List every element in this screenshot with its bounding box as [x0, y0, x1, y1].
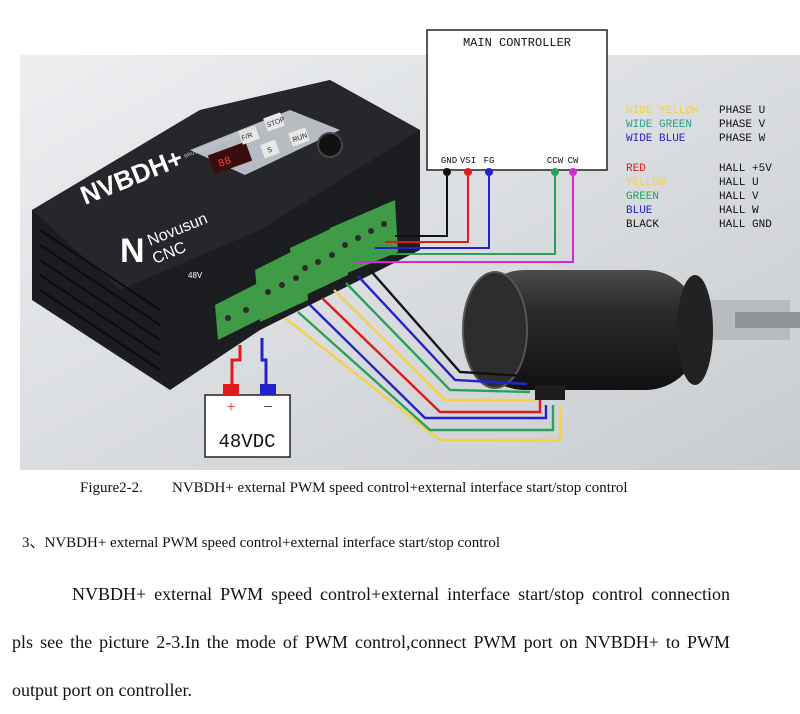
- main-controller: MAIN CONTROLLER GND VSI FG CCW CW: [426, 29, 608, 176]
- speed-knob-icon: [317, 132, 343, 158]
- battery-minus: −: [263, 399, 272, 416]
- wire-legend: WIDE YELLOW PHASE U WIDE GREEN PHASE V W…: [626, 105, 772, 231]
- driver-unit: 88 STOP RUN S F/R NVBDH+ Novusun CNC N B…: [32, 80, 420, 390]
- pin-ccw: CCW: [547, 156, 564, 166]
- body-paragraph: NVBDH+ external PWM speed control+extern…: [12, 570, 730, 714]
- legend-phase-v: PHASE V: [719, 119, 766, 131]
- battery-label: 48VDC: [218, 431, 275, 453]
- key-run: RUN: [292, 132, 309, 144]
- legend-hall-u: HALL U: [719, 177, 759, 189]
- brand-logo-icon: N: [120, 232, 145, 270]
- paragraph-line-2: pls see the picture 2-3.In the mode of P…: [12, 632, 730, 652]
- wiring-diagram-figure: 88 STOP RUN S F/R NVBDH+ Novusun CNC N B…: [20, 29, 800, 470]
- legend-hall-u-color: YELLOW: [626, 177, 666, 189]
- legend-phase-u: PHASE U: [719, 105, 765, 117]
- paragraph-line-3: output port on controller.: [12, 680, 192, 700]
- svg-text:88: 88: [217, 155, 234, 171]
- terminal-blocks: [215, 200, 398, 340]
- figure-number: Figure2-2.: [80, 480, 143, 496]
- controller-wires: [355, 176, 574, 263]
- section-heading: 3、NVBDH+ external PWM speed control+exte…: [22, 535, 501, 551]
- legend-phase-v-color: WIDE GREEN: [626, 119, 692, 131]
- legend-hall-gnd-color: BLACK: [626, 219, 659, 231]
- battery-plus: +: [226, 399, 235, 416]
- battery: + − 48VDC: [204, 338, 291, 458]
- legend-hall-5v-color: RED: [626, 163, 646, 175]
- legend-phase-u-color: WIDE YELLOW: [626, 105, 699, 117]
- motor-wires: [284, 269, 562, 442]
- legend-hall-v: HALL V: [719, 191, 759, 203]
- legend-hall-v-color: GREEN: [626, 191, 659, 203]
- key-s: S: [266, 146, 273, 154]
- legend-phase-w-color: WIDE BLUE: [626, 133, 686, 145]
- legend-hall-gnd: HALL GND: [719, 219, 772, 231]
- pin-fg: FG: [484, 156, 495, 166]
- figure-caption-text: NVBDH+ external PWM speed control+extern…: [172, 480, 628, 496]
- legend-phase-w: PHASE W: [719, 133, 766, 145]
- legend-hall-w-color: BLUE: [626, 205, 653, 217]
- figure-caption: Figure2-2. NVBDH+ external PWM speed cont…: [80, 480, 628, 497]
- key-fr: F/R: [241, 132, 254, 142]
- paragraph-line-1: NVBDH+ external PWM speed control+extern…: [72, 584, 730, 604]
- legend-hall-5v: HALL +5V: [719, 163, 772, 175]
- pin-gnd: GND: [441, 156, 457, 166]
- bldc-motor: [462, 270, 800, 400]
- power-label: 48V: [188, 271, 203, 280]
- legend-hall-w: HALL W: [719, 205, 759, 217]
- pin-cw: CW: [568, 156, 579, 166]
- pin-vsi: VSI: [460, 156, 476, 166]
- main-controller-label: MAIN CONTROLLER: [463, 36, 571, 50]
